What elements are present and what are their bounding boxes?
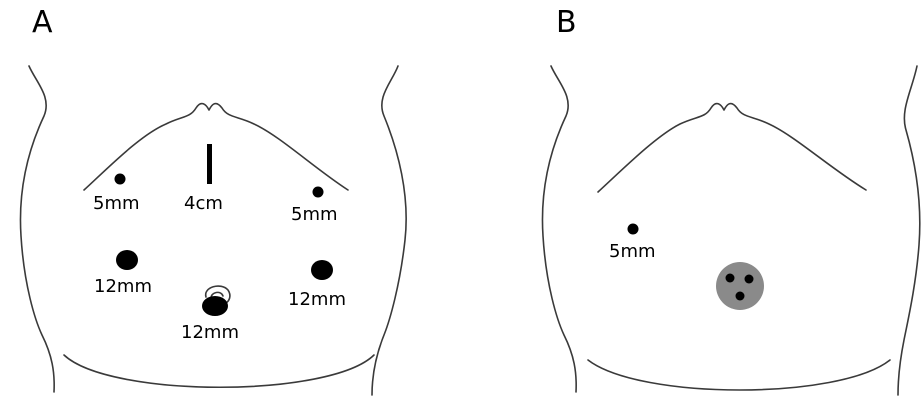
port-label-upper-mid: 4cm (184, 193, 223, 214)
incision-4cm (207, 144, 212, 184)
port-label-mid-right: 12mm (288, 289, 346, 310)
multiport-device (716, 262, 764, 310)
port-label-left: 5mm (609, 241, 656, 262)
torso-left-side (542, 66, 576, 392)
lower-abdomen-curve (64, 355, 374, 387)
torso-right-side (898, 66, 920, 395)
torso-right-side (372, 66, 406, 395)
multiport-channel-1 (726, 274, 735, 283)
port-5mm-upper-right (313, 187, 324, 198)
port-label-upper-left: 5mm (93, 193, 140, 214)
panel-b-letter: B (556, 5, 577, 40)
port-12mm-mid-right (311, 260, 333, 280)
port-label-mid-left: 12mm (94, 276, 152, 297)
lower-abdomen-curve (588, 360, 890, 390)
multiport-channel-3 (736, 292, 745, 301)
port-12mm-umbilical (202, 296, 228, 316)
panel-a-letter: A (32, 5, 53, 40)
port-label-upper-right: 5mm (291, 204, 338, 225)
multiport-channel-2 (745, 275, 754, 284)
port-label-umbilical: 12mm (181, 322, 239, 343)
port-5mm-left (628, 224, 639, 235)
port-12mm-mid-left (116, 250, 138, 270)
port-5mm-upper-left (115, 174, 126, 185)
panel-a: A 5mm 4cm 5mm 12mm 12mm 12mm (20, 5, 406, 395)
rib-cage-margin (598, 104, 866, 192)
torso-left-side (20, 66, 54, 392)
panel-b: B 5mm (542, 5, 919, 395)
